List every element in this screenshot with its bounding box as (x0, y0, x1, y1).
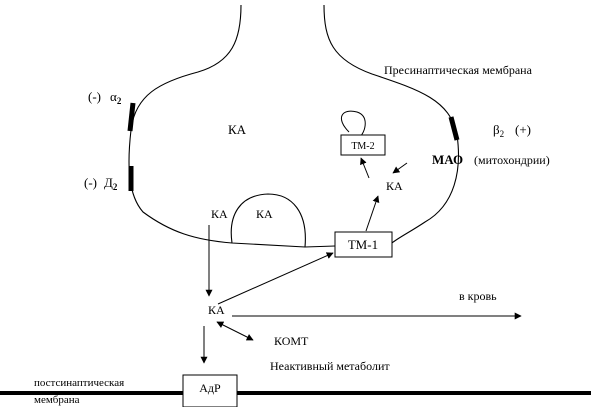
alpha2-symbol: α (110, 89, 117, 104)
mao-note: (митохондрии) (474, 153, 550, 167)
arrow-komt (216, 321, 254, 341)
tm1-label: ТМ-1 (348, 237, 378, 252)
arrow-tm1-to-ka (365, 195, 380, 232)
d2-symbol: Д (104, 175, 113, 190)
alpha2-sign: (-) (88, 89, 101, 104)
komt-label: КОМТ (274, 334, 309, 348)
alpha2-receptor-mark (127, 102, 136, 132)
vesicle-outline (230, 193, 306, 248)
to-blood-label: в кровь (459, 289, 497, 303)
d2-sub: 2 (113, 182, 118, 192)
ka-vesicle-inside-label: КА (256, 207, 273, 221)
beta2-symbol: β (493, 122, 500, 137)
alpha2-sub: 2 (117, 96, 122, 106)
beta2-label: β2 (493, 122, 504, 139)
postsynaptic-membrane-label-line1: постсинаптическая (34, 377, 124, 389)
ka-cleft-label: КА (208, 303, 225, 317)
mitochondrion-loop (340, 110, 366, 138)
d2-sign: (-) (84, 175, 97, 190)
tm1-box (334, 231, 393, 258)
adr-label: АдР (199, 381, 221, 395)
tm2-label: ТМ-2 (351, 141, 374, 152)
presynaptic-membrane-label: Пресинаптическая мембрана (384, 63, 533, 77)
postsynaptic-membrane-label-line2: мембрана (34, 394, 80, 406)
inactive-metabolite-label: Неактивный метаболит (270, 359, 390, 373)
beta2-sign: (+) (515, 122, 531, 137)
beta2-receptor-mark (448, 116, 460, 141)
presynaptic-terminal-outline-right (323, 4, 460, 244)
ka-vesicle-outside-label: КА (211, 207, 228, 221)
tm2-box (340, 134, 386, 156)
adr-box (182, 374, 238, 407)
d2-label: Д2 (104, 175, 118, 192)
beta2-sub: 2 (500, 129, 505, 139)
arrow-reuptake-tm1 (217, 252, 334, 305)
arrow-ka-to-tm2 (360, 157, 370, 179)
arrow-mao (392, 162, 408, 174)
ka-mitochondria-label: КА (386, 179, 403, 193)
mao-label: МАО (432, 152, 463, 167)
alpha2-label: α2 (110, 89, 122, 106)
ka-cytoplasm-label: КА (228, 122, 247, 137)
